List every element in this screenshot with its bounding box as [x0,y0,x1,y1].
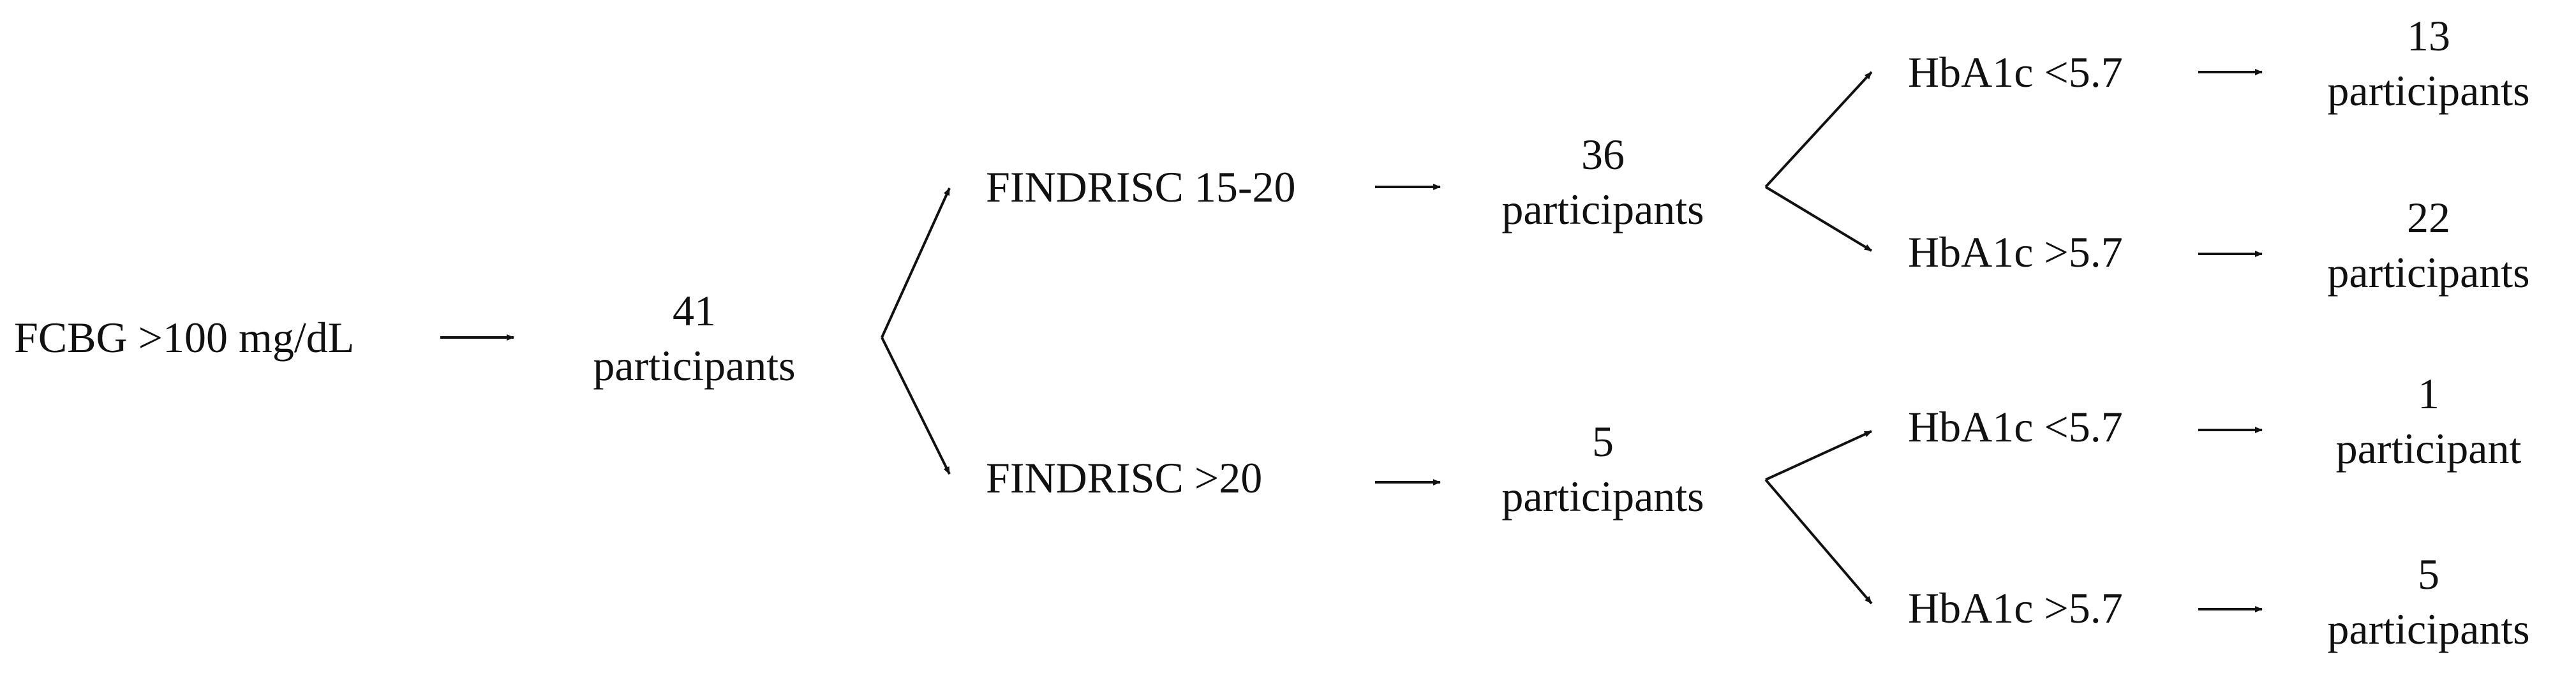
outcome4-count-unit: participants [2327,605,2530,653]
root-count: 41 participants [593,283,795,393]
arrow-split-upper [881,188,951,338]
outcome4-count: 5 participants [2327,547,2529,656]
branch1-count: 36 participants [1501,127,1704,237]
branch2-criterion: FINDRISC >20 [986,454,1263,502]
outcome4-criterion: HbA1c >5.7 [1908,584,2123,632]
outcome1-criterion: HbA1c <5.7 [1908,48,2123,96]
arrow-branch1-split-upper [1764,71,1873,188]
outcome1-count: 13 participants [2327,8,2529,118]
root-criterion: FCBG >100 mg/dL [14,313,355,362]
root-count-unit: participants [593,341,796,390]
branch1-criterion: FINDRISC 15-20 [986,163,1296,211]
outcome1-count-unit: participants [2327,66,2530,115]
arrow-branch2-split-lower [1764,478,1873,605]
arrow-branch2-split-upper [1765,430,1872,481]
outcome2-count-number: 22 [2406,193,2450,242]
outcome2-criterion: HbA1c >5.7 [1908,228,2123,276]
outcome3-count-number: 1 [2417,369,2439,418]
outcome3-count: 1 participant [2336,366,2522,476]
outcome3-count-unit: participant [2335,424,2522,473]
root-count-number: 41 [672,286,716,335]
outcome1-count-number: 13 [2406,11,2450,60]
branch1-count-number: 36 [1581,130,1625,179]
arrow-branch1-split-lower [1764,186,1873,252]
branch2-count-unit: participants [1501,472,1704,521]
outcome2-count: 22 participants [2327,190,2529,300]
outcome3-criterion: HbA1c <5.7 [1908,403,2123,451]
outcome2-count-unit: participants [2327,248,2530,297]
outcome4-count-number: 5 [2417,550,2439,598]
branch2-count: 5 participants [1501,414,1704,524]
branch2-count-number: 5 [1591,417,1614,466]
arrow-split-lower [881,337,951,475]
branch1-count-unit: participants [1501,185,1704,233]
